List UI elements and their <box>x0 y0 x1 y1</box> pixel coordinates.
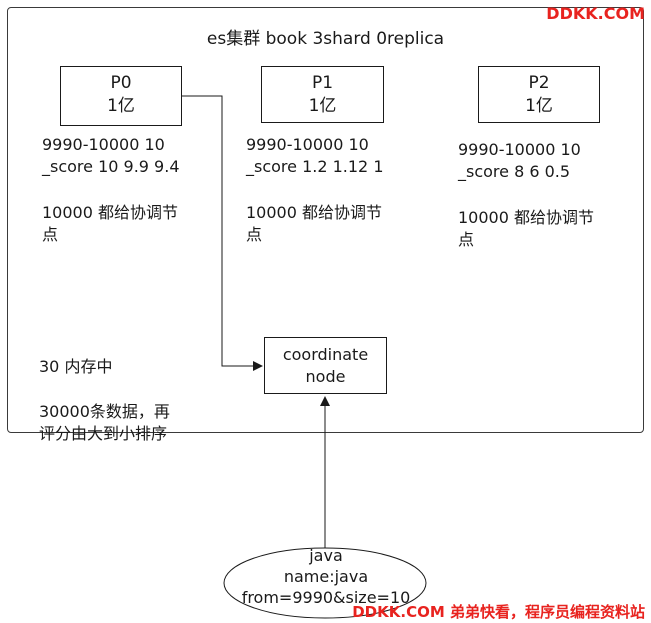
shard-p0-count: 1亿 <box>107 96 135 116</box>
memory-note-line2: 30000条数据，再 <box>39 402 170 421</box>
client-request: java name:java from=9990&size=10 <box>236 545 416 608</box>
client-line3: from=9990&size=10 <box>241 588 411 607</box>
shard-to-coordinator-line <box>182 95 263 371</box>
shard-p1-box: P1 1亿 <box>261 66 384 123</box>
shard-p1-send-line1: 10000 都给协调节 <box>246 203 382 222</box>
shard-p2-score: _score 8 6 0.5 <box>458 162 571 181</box>
coordinate-node-box: coordinate node <box>264 337 387 394</box>
shard-p2-range: 9990-10000 10 <box>458 140 581 159</box>
shard-p0-send-note: 10000 都给协调节 点 <box>42 202 178 246</box>
shard-p0-send-line2: 点 <box>42 225 59 244</box>
shard-p2-info: 9990-10000 10 _score 8 6 0.5 <box>458 139 581 183</box>
shard-p0-info: 9990-10000 10 _score 10 9.9 9.4 <box>42 134 180 178</box>
memory-note-count: 30 内存中 <box>39 357 113 376</box>
shard-p1-count: 1亿 <box>308 96 337 116</box>
client-ellipse <box>223 547 427 619</box>
shard-p0-score: _score 10 9.9 9.4 <box>42 157 180 176</box>
shard-p0-box: P0 1亿 <box>60 66 182 126</box>
watermark-bottom: DDKK.COM 弟弟快看，程序员编程资料站 <box>352 603 645 621</box>
coordinate-node-line2: node <box>305 367 346 386</box>
shard-p1-info: 9990-10000 10 _score 1.2 1.12 1 <box>246 134 384 178</box>
memory-note-line3: 评分由大到小排序 <box>39 424 168 443</box>
shard-p1-score: _score 1.2 1.12 1 <box>246 157 384 176</box>
shard-p1-send-note: 10000 都给协调节 点 <box>246 202 382 246</box>
shard-p0-range: 9990-10000 10 <box>42 135 165 154</box>
cluster-title: es集群 book 3shard 0replica <box>206 29 445 49</box>
shard-p0-name: P0 <box>110 73 132 93</box>
shard-p1-range: 9990-10000 10 <box>246 135 369 154</box>
coordinate-node-line1: coordinate <box>282 345 369 364</box>
shard-p2-count: 1亿 <box>525 96 553 116</box>
shard-p1-name: P1 <box>311 73 334 93</box>
shard-p2-name: P2 <box>528 73 550 93</box>
shard-p2-send-line1: 10000 都给协调节 <box>458 208 594 227</box>
shard-p2-send-line2: 点 <box>458 230 475 249</box>
memory-note-sort: 30000条数据，再 评分由大到小排序 <box>39 401 170 445</box>
shard-p0-send-line1: 10000 都给协调节 <box>42 203 178 222</box>
shard-p1-send-line2: 点 <box>246 225 263 244</box>
shard-p2-send-note: 10000 都给协调节 点 <box>458 207 594 251</box>
shard-p2-box: P2 1亿 <box>478 66 600 123</box>
client-line2: name:java <box>283 567 369 586</box>
watermark-top: DDKK.COM <box>546 4 645 23</box>
client-line1: java <box>309 546 343 565</box>
